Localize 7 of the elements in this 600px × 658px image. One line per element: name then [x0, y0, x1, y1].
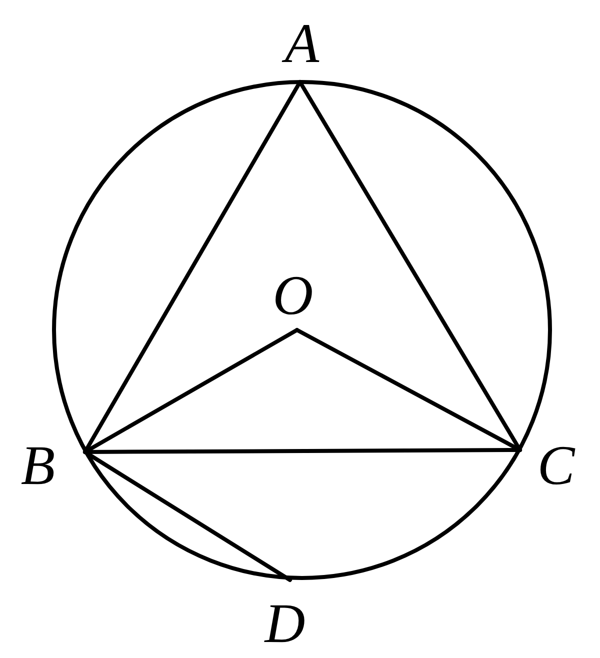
line-segment [295, 328, 522, 452]
line-segment [83, 328, 299, 454]
line-segment [83, 450, 292, 582]
point-label: O [272, 268, 314, 324]
point-label: D [264, 596, 306, 652]
point-label: B [20, 438, 56, 494]
point-label: C [537, 438, 575, 494]
